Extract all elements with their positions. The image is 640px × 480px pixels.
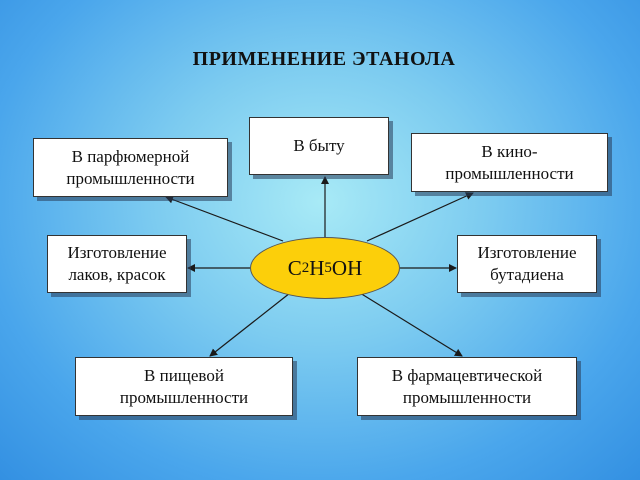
arrow-to-pisch xyxy=(209,292,291,357)
box-varnishes-paints-label: Изготовление лаков, красок xyxy=(67,243,167,284)
box-film-industry: В кино- промышленности xyxy=(411,133,608,192)
formula-h: H xyxy=(309,255,325,280)
formula-c-subscript: 2 xyxy=(301,259,310,276)
box-household-label: В быту xyxy=(293,136,345,155)
box-perfume-industry-label: В парфюмерной промышленности xyxy=(66,146,195,188)
box-butadiene: Изготовление бутадиена xyxy=(457,235,597,293)
box-household: В быту xyxy=(249,117,389,175)
box-pharma-industry-label: В фармацевтической промышленности xyxy=(391,365,543,407)
box-butadiene-label: Изготовление бутадиена xyxy=(477,243,577,284)
arrow-to-farm xyxy=(359,292,463,357)
box-pharma-industry: В фармацевтической промышленности xyxy=(357,357,577,416)
formula-oh: OH xyxy=(331,255,363,280)
box-food-industry: В пищевой промышленности xyxy=(75,357,293,416)
arrow-to-kino xyxy=(366,192,474,242)
box-film-industry-label: В кино- промышленности xyxy=(445,141,574,183)
arrow-to-parfum xyxy=(165,195,284,242)
box-perfume-industry: В парфюмерной промышленности xyxy=(33,138,228,197)
box-food-industry-label: В пищевой промышленности xyxy=(119,365,249,407)
box-varnishes-paints: Изготовление лаков, красок xyxy=(47,235,187,293)
formula-c: C xyxy=(287,255,302,280)
formula-h-subscript: 5 xyxy=(324,259,332,276)
diagram-title: ПРИМЕНЕНИЕ ЭТАНОЛА xyxy=(192,48,456,70)
